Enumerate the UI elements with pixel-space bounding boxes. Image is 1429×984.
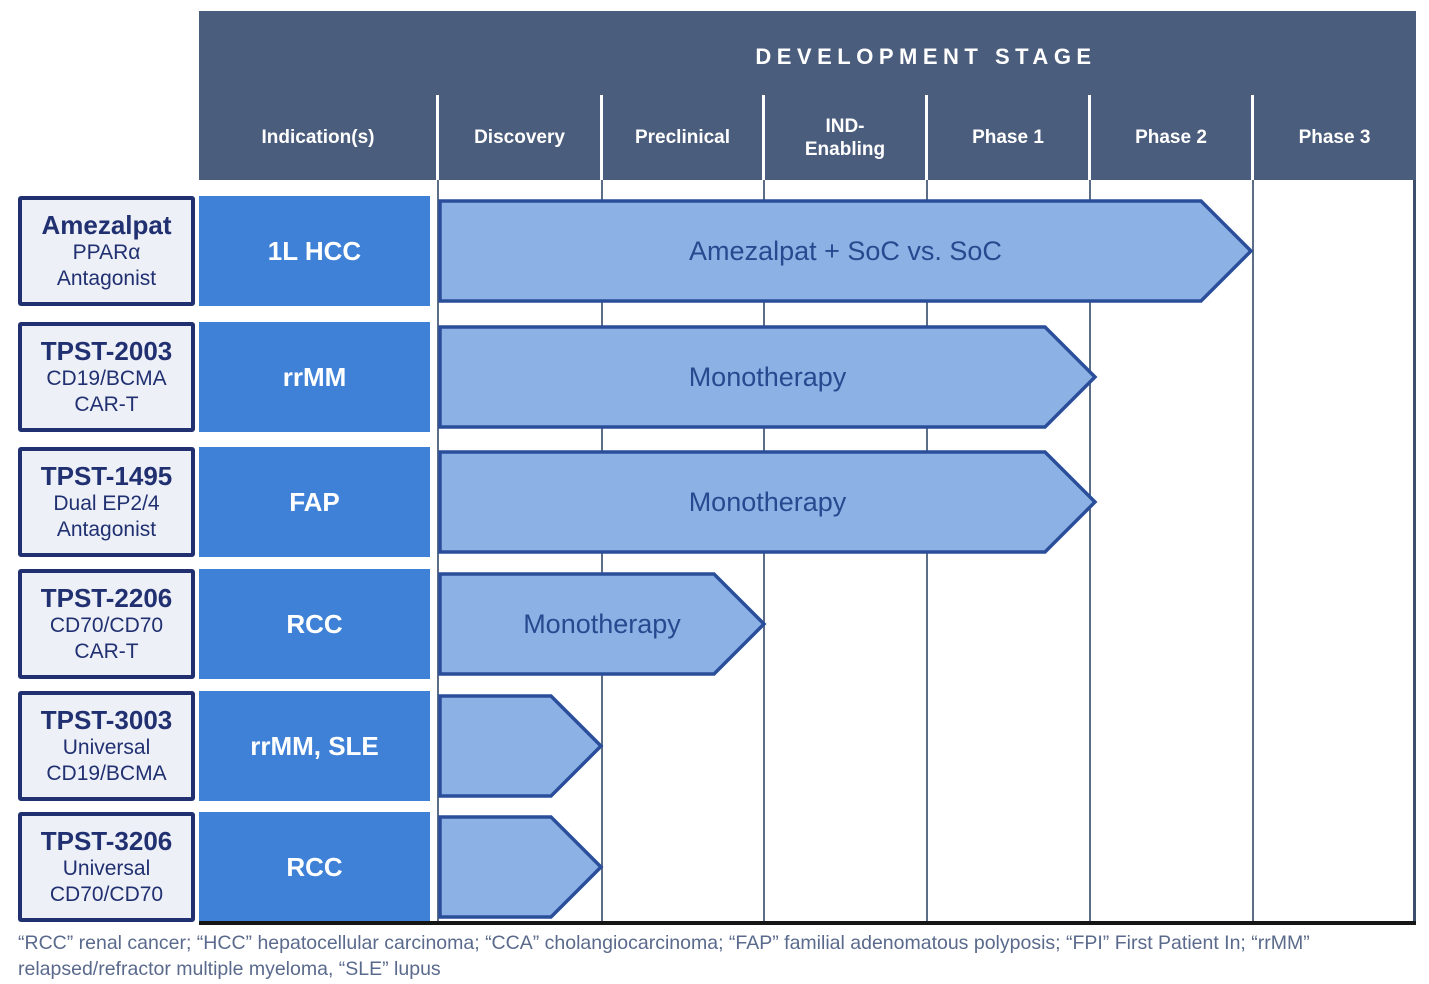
column-header-ind-enabling: IND- Enabling [804, 115, 886, 160]
column-divider [1088, 95, 1091, 180]
program-name: TPST-2206 [40, 582, 173, 613]
program-box: TPST-2206 CD70/CD70 CAR-T [18, 569, 195, 679]
program-name: TPST-3003 [40, 704, 173, 735]
program-details: CD70/CD70 CAR-T [49, 613, 164, 663]
column-header-phase-3: Phase 3 [1298, 127, 1371, 148]
arrow-shape [438, 325, 1098, 429]
indication-box: 1L HCC [199, 196, 430, 306]
arrow-label: Monotherapy [523, 608, 681, 639]
chart-right-border [1413, 180, 1416, 922]
arrow-shape [438, 199, 1254, 303]
program-details: Universal CD70/CD70 [49, 856, 164, 906]
arrow-label: Monotherapy [688, 361, 847, 392]
footnote: “RCC” renal cancer; “HCC” hepatocellular… [18, 932, 1310, 980]
column-divider [762, 95, 765, 180]
stage-gridline [1089, 180, 1091, 922]
pipeline-row: TPST-2003 CD19/BCMA CAR-T rrMM Monothera… [0, 322, 1429, 432]
pipeline-row: TPST-2206 CD70/CD70 CAR-T RCC Monotherap… [0, 569, 1429, 679]
indication-box: FAP [199, 447, 430, 557]
program-box: TPST-2003 CD19/BCMA CAR-T [18, 322, 195, 432]
indication-label: RCC [286, 608, 343, 639]
program-box: TPST-3003 Universal CD19/BCMA [18, 691, 195, 801]
program-box: TPST-3206 Universal CD70/CD70 [18, 812, 195, 922]
indication-label: 1L HCC [267, 235, 362, 266]
pipeline-row: TPST-3206 Universal CD70/CD70 RCC [0, 812, 1429, 922]
pipeline-row: Amezalpat PPARα Antagonist 1L HCC Amezal… [0, 196, 1429, 306]
indication-box: RCC [199, 569, 430, 679]
stage-gridline [437, 180, 439, 922]
indication-label: FAP [289, 486, 340, 517]
program-name: Amezalpat [41, 209, 172, 240]
indication-label: rrMM [282, 361, 347, 392]
program-details: PPARα Antagonist [56, 240, 157, 290]
arrow-label [438, 815, 603, 919]
program-details: Universal CD19/BCMA [46, 735, 167, 785]
arrow-label [438, 694, 603, 798]
pipeline-arrow [438, 694, 604, 798]
column-divider [925, 95, 928, 180]
column-divider [600, 95, 603, 180]
arrow-shape [438, 694, 604, 798]
column-header-phase-2: Phase 2 [1135, 127, 1207, 148]
column-divider [436, 95, 439, 180]
header-title: DEVELOPMENT STAGE [755, 44, 1097, 69]
arrow-label: Amezalpat + SoC vs. SoC [689, 235, 1002, 266]
arrow-shape [438, 450, 1098, 554]
indication-label: RCC [286, 851, 343, 882]
indication-label: rrMM, SLE [250, 730, 379, 761]
arrow-shape [438, 572, 767, 676]
pipeline-row: TPST-3003 Universal CD19/BCMA rrMM, SLE [0, 691, 1429, 801]
column-header-phase-1: Phase 1 [972, 127, 1044, 148]
program-box: TPST-1495 Dual EP2/4 Antagonist [18, 447, 195, 557]
pipeline-arrow: Monotherapy [438, 572, 767, 676]
indication-box: rrMM [199, 322, 430, 432]
arrow-label: Monotherapy [688, 486, 847, 517]
column-divider [1251, 95, 1254, 180]
indication-box: RCC [199, 812, 430, 922]
chart-bottom-border [199, 921, 1416, 925]
program-details: CD19/BCMA CAR-T [46, 366, 167, 416]
pipeline-arrow: Monotherapy [438, 450, 1098, 554]
pipeline-arrow [438, 815, 604, 919]
stage-gridline [1252, 180, 1254, 922]
program-name: TPST-3206 [40, 825, 173, 856]
column-header-preclinical: Preclinical [634, 127, 731, 148]
pipeline-arrow: Amezalpat + SoC vs. SoC [438, 199, 1254, 303]
program-box: Amezalpat PPARα Antagonist [18, 196, 195, 306]
arrow-shape [438, 815, 604, 919]
column-header-discovery: Discovery [474, 127, 565, 148]
pipeline-row: TPST-1495 Dual EP2/4 Antagonist FAP Mono… [0, 447, 1429, 557]
development-stage-header: DEVELOPMENT STAGE Indication(s) Discover… [199, 11, 1416, 180]
indication-box: rrMM, SLE [199, 691, 430, 801]
pipeline-arrow: Monotherapy [438, 325, 1098, 429]
program-details: Dual EP2/4 Antagonist [53, 491, 160, 541]
program-name: TPST-2003 [40, 335, 173, 366]
column-header-indications: Indication(s) [261, 127, 375, 148]
program-name: TPST-1495 [40, 460, 173, 491]
